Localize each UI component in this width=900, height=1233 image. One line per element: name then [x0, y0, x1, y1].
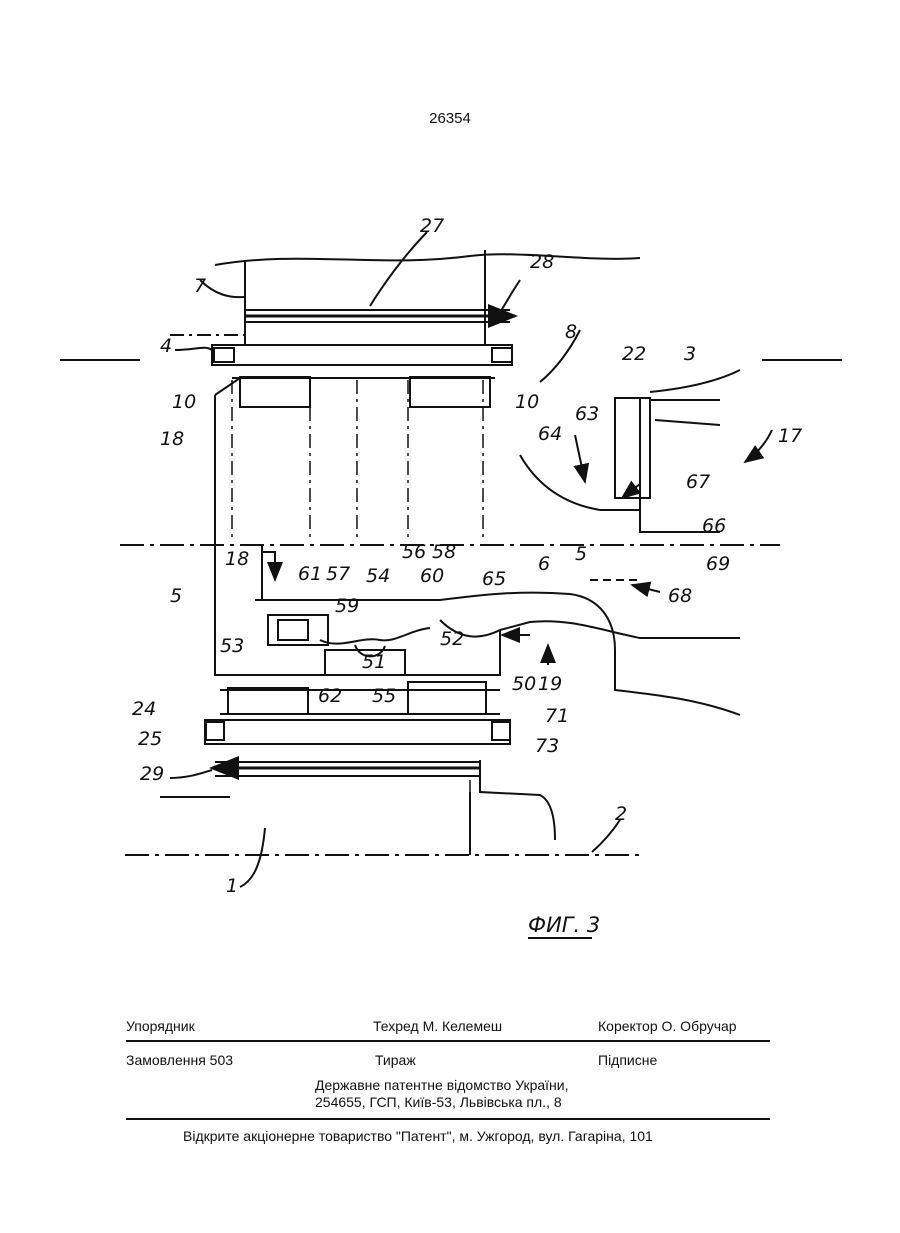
label-58: 58: [432, 541, 456, 563]
label-71: 71: [545, 705, 569, 727]
label-55: 55: [372, 685, 396, 707]
label-6: 6: [538, 553, 550, 575]
label-1: 1: [226, 875, 238, 897]
label-52: 52: [440, 628, 464, 650]
label-8: 8: [565, 321, 577, 343]
label-4: 4: [160, 335, 172, 357]
label-73: 73: [535, 735, 559, 757]
label-22: 22: [622, 343, 646, 365]
label-25: 25: [138, 728, 162, 750]
label-27: 27: [420, 215, 444, 237]
label-7: 7: [194, 275, 206, 297]
label-59: 59: [335, 595, 359, 617]
label-2: 2: [615, 803, 627, 825]
label-18-top: 18: [160, 428, 184, 450]
figure-caption: ФИГ. 3: [528, 913, 600, 937]
label-54: 54: [366, 565, 390, 587]
label-5-right: 5: [575, 543, 587, 565]
label-65: 65: [482, 568, 506, 590]
label-29: 29: [140, 763, 164, 785]
label-66: 66: [702, 515, 726, 537]
label-51: 51: [362, 651, 386, 673]
label-61: 61: [298, 563, 322, 585]
label-10-left: 10: [172, 391, 196, 413]
label-17: 17: [778, 425, 802, 447]
label-69: 69: [706, 553, 730, 575]
label-63: 63: [575, 403, 599, 425]
label-67: 67: [686, 471, 710, 493]
label-68: 68: [668, 585, 692, 607]
label-10-right: 10: [515, 391, 539, 413]
label-50: 50: [512, 673, 536, 695]
label-57: 57: [326, 563, 350, 585]
label-62: 62: [318, 685, 342, 707]
label-60: 60: [420, 565, 444, 587]
label-19: 19: [538, 673, 562, 695]
label-64: 64: [538, 423, 562, 445]
label-53: 53: [220, 635, 244, 657]
label-56: 56: [402, 541, 426, 563]
label-5-left: 5: [170, 585, 182, 607]
label-28: 28: [530, 251, 554, 273]
label-24: 24: [132, 698, 156, 720]
label-3: 3: [684, 343, 696, 365]
label-18-inner: 18: [225, 548, 249, 570]
